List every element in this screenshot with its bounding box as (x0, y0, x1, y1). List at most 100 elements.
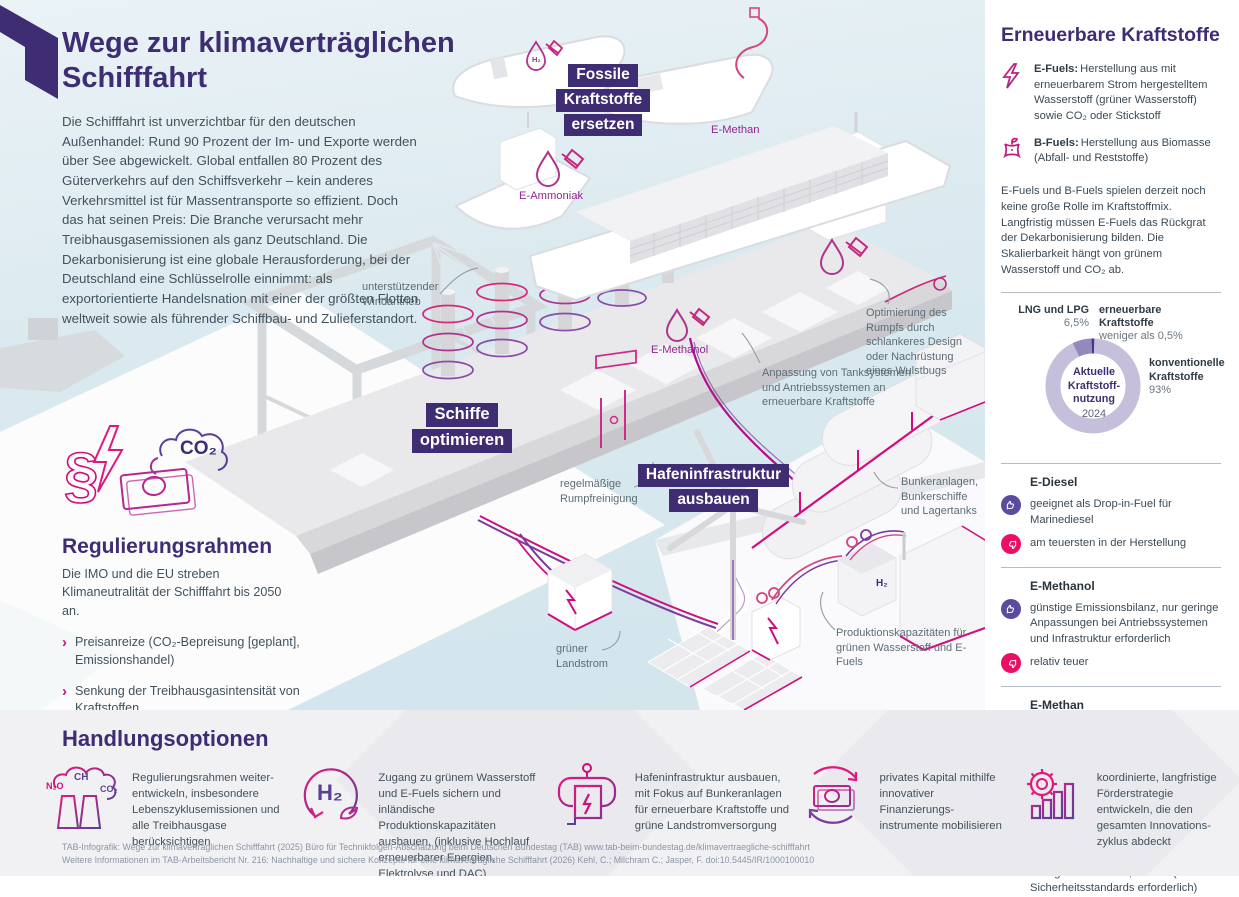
thumbs-down-icon (1001, 653, 1021, 674)
badge-optimize-ships: Schiffe optimieren (402, 402, 522, 454)
co2-icon-text: CO₂ (180, 438, 217, 459)
action-text: Hafeninfrastruktur ausbauen, mit Fokus a… (634, 772, 790, 833)
regulation-bullet: › Preisanreize (CO₂-Bepreisung [geplant]… (62, 634, 312, 670)
con-row: am teuersten in der Herstellung (1001, 534, 1221, 555)
action-text: privates Kapital mithilfe innovativer Fi… (879, 772, 1002, 833)
pro-row: günstige Emissionsbilanz, nur geringe An… (1001, 599, 1221, 647)
annotation-hull-optimisation: Optimierung des Rumpfs durch schlankeres… (866, 307, 962, 378)
shore-power-box (515, 533, 613, 631)
lng-name: LNG und LPG (1018, 304, 1089, 317)
fuel-nozzle-icon-ammoniak (535, 148, 585, 187)
hydrogen-plant (837, 525, 986, 651)
co2-cloud-icon (150, 428, 228, 475)
thumbs-down-icon (1001, 534, 1021, 555)
hull-cleaning-robot (595, 349, 637, 448)
lng-value: 6,5% (1063, 317, 1089, 330)
donut-center-text: Aktuelle Kraftstoff-nutzung (1067, 366, 1121, 406)
fuel-nozzle-icon-methan (819, 236, 869, 275)
actions-row: N₂O CH CO₂ Regulierungsrahmen weiter­ent… (44, 762, 1224, 876)
fuel-nozzle-icon-h2 (526, 39, 564, 71)
badge-replace-fossil-fuels: Fossile Kraftstoffe ersetzen (548, 63, 658, 137)
annotation-bunker-facilities: Bunkeranlagen, Bunkerschiffe und Lagerta… (901, 476, 979, 518)
action-text: Regulierungsrahmen weiter­entwickeln, in… (132, 772, 280, 849)
charging-kiosk (751, 555, 845, 661)
lng-label: LNG und LPG 6,5% (1001, 304, 1089, 342)
page-title: Wege zur klimaverträglichen Schifffahrt (62, 27, 455, 95)
bullet-text: Preisanreize (CO₂-Bepreisung [geplant], … (75, 634, 300, 667)
action-text: koordinierte, langfristige Förderstrateg… (1096, 772, 1217, 849)
corner-ribbon (0, 5, 58, 99)
regulation-bullet: › Senkung der Treibhausgasintensität von… (62, 683, 312, 711)
bullet-text: Senkung der Treibhausgasintensität von K… (75, 683, 300, 711)
background-ship (0, 318, 125, 392)
thumbs-up-icon (1001, 495, 1021, 516)
fuel-usage-donut-chart: LNG und LPG 6,5% erneuerbare Kraftstoffe… (1001, 304, 1225, 450)
hydrogen-cycle-icon: H₂ (298, 762, 366, 833)
annotation-wind-assist: unterstützender Windantrieb (362, 281, 439, 308)
bfuels-body: Herstellung aus Biomasse (Abfall- und Re… (1034, 136, 1211, 165)
action-item-hydrogen: H₂ Zugang zu grünem Wasserstoff und E-Fu… (298, 762, 544, 876)
fuel-section-e-diesel: E-Diesel geeignet als Drop-in-Fuel für M… (1001, 475, 1221, 555)
ch-label: CH (74, 772, 88, 783)
lightning-icon (1001, 62, 1025, 125)
renew-value: weniger als 0,5% (1099, 330, 1183, 343)
tugboat (454, 112, 592, 230)
harbor-illustration (0, 7, 986, 710)
n2o-label: N₂O (46, 781, 64, 791)
bfuels-label: B-Fuels: (1034, 136, 1079, 149)
solar-panels (647, 626, 803, 710)
badge-expand-port-infrastructure: Hafeninfrastruktur ausbauen (626, 463, 801, 513)
thumbs-up-icon (1001, 599, 1021, 620)
pro-text: günstige Emissionsbilanz, nur geringe An… (1030, 602, 1219, 645)
renewables-label: erneuerbare Kraftstoffe weniger als 0,5% (1099, 304, 1217, 342)
efuels-text: E-Fuels:Herstellung aus mit erneuerbarem… (1034, 62, 1221, 125)
regulation-subtext: Die IMO und die EU streben Klimaneutrali… (62, 567, 282, 618)
bunker-charging-icon (555, 762, 623, 837)
divider (1001, 686, 1221, 688)
lightning-icon (92, 425, 124, 493)
badge-line: ersetzen (563, 113, 643, 137)
badge-line: optimieren (411, 428, 513, 453)
h2-label: H₂ (317, 780, 343, 805)
conventional-label: konventionelle Kraftstoffe 93% (1149, 357, 1239, 396)
factory-emissions-icon: N₂O CH CO₂ (44, 762, 120, 839)
footer-credits: TAB-Infografik: Wege zur klimaverträglic… (62, 841, 814, 867)
label-h2-droplet: H₂ (532, 55, 541, 64)
co2-label: CO₂ (100, 784, 118, 794)
con-text: relativ teuer (1030, 656, 1089, 669)
annotation-hull-cleaning: regelmäßige Rumpfreinigung (560, 478, 638, 505)
sidebar-note: E-Fuels und B-Fuels spielen derzeit noch… (1001, 184, 1206, 277)
section-sign-icon: § (64, 441, 98, 510)
regulation-heading: Regulierungsrahmen (62, 535, 273, 558)
badge-line: Fossile (568, 64, 638, 87)
renewable-fuels-sidebar: Erneuerbare Kraftstoffe E-Fuels:Herstell… (985, 0, 1239, 894)
fuel-name: E-Methanol (1030, 579, 1095, 594)
donut-center-year: 2024 (1081, 407, 1107, 420)
chevron-icon: › (62, 633, 67, 651)
action-item-funding: koordinierte, langfristige Förderstrateg… (1017, 762, 1224, 876)
action-item-port: Hafeninfrastruktur ausbauen, mit Fokus a… (555, 762, 790, 876)
footer-line-2: Weitere Informationen im TAB-Arbeitsberi… (62, 855, 815, 866)
action-options-band: Handlungsoptionen N₂O CH CO₂ Regulierung… (0, 710, 1239, 876)
chevron-icon: › (62, 682, 67, 700)
banknote-icon (119, 467, 196, 516)
fuel-nozzle-icon-methanol (665, 307, 711, 342)
badge-line: Schiffe (426, 403, 498, 427)
efuels-definition: E-Fuels:Herstellung aus mit erneuerbarem… (1001, 62, 1221, 125)
gear-chart-icon (1017, 762, 1085, 833)
conv-value: 93% (1149, 384, 1172, 397)
renew-name: erneuerbare Kraftstoffe (1099, 304, 1162, 330)
conv-name: konventionelle Kraftstoffe (1149, 357, 1225, 383)
action-item-regulation: N₂O CH CO₂ Regulierungsrahmen weiter­ent… (44, 762, 288, 876)
con-text: am teuersten in der Herstellung (1030, 537, 1187, 550)
bfuels-text: B-Fuels:Herstellung aus Biomasse (Abfall… (1034, 136, 1221, 168)
con-row: relativ teuer (1001, 653, 1221, 674)
annotation-shore-power: grüner Landstrom (556, 643, 608, 670)
donut-top-labels: LNG und LPG 6,5% erneuerbare Kraftstoffe… (1001, 304, 1221, 342)
annotation-production-capacity: Produktionskapazitäten für grünen Wasser… (836, 627, 967, 669)
fuel-name: E-Diesel (1030, 475, 1078, 490)
donut-center-label: Aktuelle Kraftstoff-nutzung 2024 (1058, 366, 1130, 421)
efuels-label: E-Fuels: (1034, 63, 1079, 75)
regulation-icon: § CO₂ (63, 425, 228, 516)
divider (1001, 463, 1221, 465)
